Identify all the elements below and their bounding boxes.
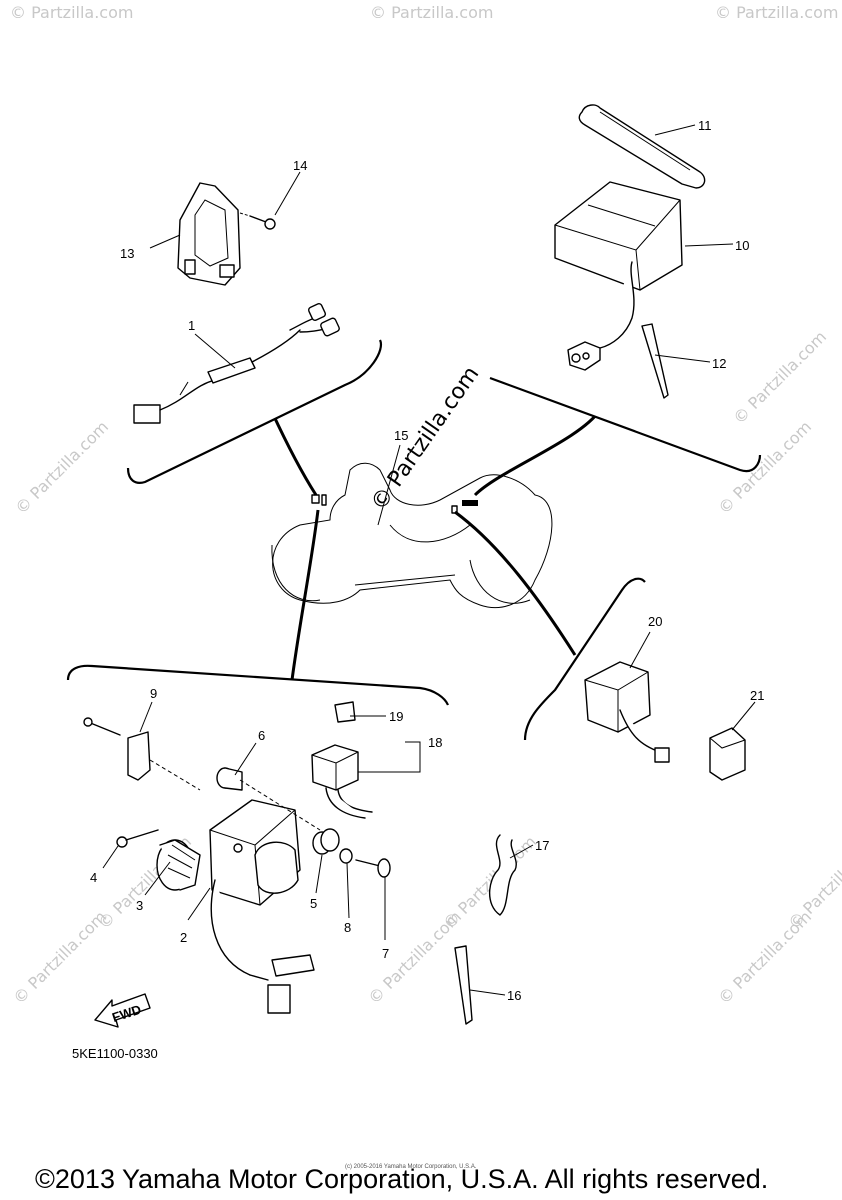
flasher-relay: [584, 661, 670, 763]
starter-relay: [209, 799, 315, 1014]
grommet-6: [216, 767, 321, 831]
watermark: © Partzilla.com: [370, 3, 493, 22]
callout-14: 14: [293, 158, 307, 173]
clip-17: [488, 834, 517, 916]
callout-15: 15: [394, 428, 408, 443]
callout-7: 7: [382, 946, 389, 961]
watermark: © Partzilla.com: [9, 907, 110, 1008]
callout-11: 11: [698, 118, 712, 133]
callout-17: 17: [535, 838, 549, 853]
callout-19: 19: [389, 709, 403, 724]
small-copyright: (c) 2005-2016 Yamaha Motor Corporation, …: [345, 1164, 477, 1170]
battery-strap: [578, 104, 706, 189]
rectifier-regulator: [177, 182, 241, 286]
callout-6: 6: [258, 728, 265, 743]
grommet-5: [312, 828, 340, 855]
watermark: © Partzilla.com: [729, 327, 830, 428]
damper: [156, 839, 201, 891]
callout-16: 16: [507, 988, 521, 1003]
callout-numbers: 1 2 3 4 5 6 7 8 9 10 11 12 13 14 15 16 1…: [90, 118, 764, 1003]
callout-18: 18: [428, 735, 442, 750]
leader-lines: [102, 124, 756, 996]
callout-21: 21: [750, 688, 764, 703]
washer-8: [339, 848, 353, 864]
top-right-panel: [489, 376, 762, 473]
callout-20: 20: [648, 614, 662, 629]
watermark: © Partzilla.com: [714, 907, 815, 1008]
bottom-left-panel: [66, 664, 450, 706]
callout-5: 5: [310, 896, 317, 911]
callout-4: 4: [90, 870, 97, 885]
callout-10: 10: [735, 238, 749, 253]
fwd-arrow: FWD: [94, 993, 151, 1028]
fuse-relay-assembly: [311, 701, 373, 819]
bolt-7: [355, 858, 391, 878]
bottom-right-panel: [523, 577, 646, 741]
callout-12: 12: [712, 356, 726, 371]
watermark: © Partzilla.com: [11, 417, 112, 518]
watermark: © Partzilla.com: [10, 3, 133, 22]
screw-4: [116, 829, 159, 848]
bike-regulator-marker: [311, 494, 320, 504]
cable-tie-12: [641, 323, 669, 399]
screw-14: [239, 212, 276, 230]
bike-battery-marker: [462, 500, 478, 506]
motorcycle-outline: [271, 462, 553, 609]
relay-bracket: [83, 717, 201, 791]
watermark: © Partzilla.com: [714, 417, 815, 518]
cable-tie-16: [454, 945, 473, 1025]
callout-8: 8: [344, 920, 351, 935]
watermark: © Partzilla.com: [364, 907, 465, 1008]
bike-marker: [321, 494, 327, 506]
callout-13: 13: [120, 246, 134, 261]
callout-2: 2: [180, 930, 187, 945]
callout-3: 3: [136, 898, 143, 913]
group-pointers: [270, 409, 602, 681]
callout-1: 1: [188, 318, 195, 333]
battery: [554, 181, 683, 371]
footer-copyright: ©2013 Yamaha Motor Corporation, U.S.A. A…: [35, 1164, 768, 1194]
diagram-code: 5KE1100-0330: [72, 1046, 158, 1061]
callout-9: 9: [150, 686, 157, 701]
watermark: © Partzilla.com: [715, 3, 838, 22]
connector-21: [709, 727, 746, 781]
top-left-panel: [126, 339, 383, 484]
wire-harness: [133, 302, 340, 424]
